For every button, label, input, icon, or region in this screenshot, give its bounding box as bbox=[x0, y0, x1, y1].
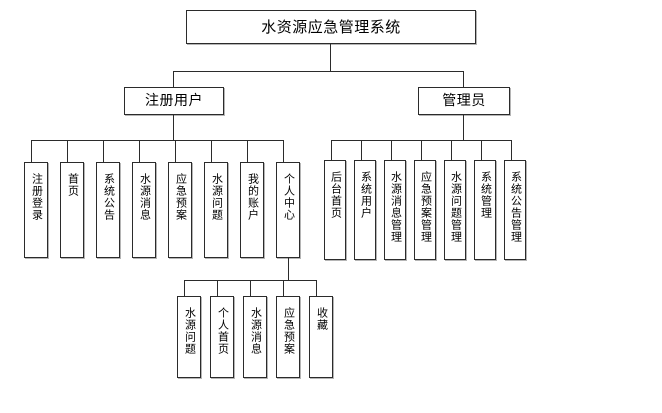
connector-personal-leaf-stem-3 bbox=[250, 280, 251, 296]
node-branch-administrator[interactable]: 管理员 bbox=[418, 87, 510, 115]
node-admin-leaf-water-source-issue-mgmt-label: 水源问题管理 bbox=[449, 171, 463, 243]
connector-personal-leaf-stem-4 bbox=[283, 280, 284, 296]
node-admin-leaf-system-mgmt[interactable]: 系统管理 bbox=[474, 160, 496, 260]
connector-admin-leaf-stem-4 bbox=[421, 140, 422, 160]
connector-user-leaf-stem-8 bbox=[283, 140, 284, 162]
connector-root-to-user bbox=[173, 71, 174, 88]
node-admin-leaf-system-notice-mgmt[interactable]: 系统公告管理 bbox=[504, 160, 526, 260]
connector-admin-leaf-stem-5 bbox=[451, 140, 452, 160]
node-user-leaf-system-notice[interactable]: 系统公告 bbox=[96, 162, 120, 258]
connector-personal-leaf-stem-5 bbox=[316, 280, 317, 296]
node-personal-leaf-favorites-label: 收藏 bbox=[315, 307, 329, 331]
connector-user-leaf-stem-2 bbox=[67, 140, 68, 162]
connector-user-stem bbox=[173, 115, 174, 140]
node-admin-leaf-water-source-issue-mgmt[interactable]: 水源问题管理 bbox=[444, 160, 466, 260]
node-admin-leaf-water-source-message-mgmt-label: 水源消息管理 bbox=[389, 171, 403, 243]
node-user-leaf-personal-center[interactable]: 个人中心 bbox=[276, 162, 300, 258]
node-admin-leaf-emergency-plan-mgmt-label: 应急预案管理 bbox=[419, 171, 433, 243]
connector-root-to-admin bbox=[463, 71, 464, 88]
node-admin-leaf-water-source-message-mgmt[interactable]: 水源消息管理 bbox=[384, 160, 406, 260]
node-user-leaf-water-source-message-label: 水源消息 bbox=[138, 173, 152, 221]
node-admin-leaf-system-notice-mgmt-label: 系统公告管理 bbox=[509, 171, 523, 243]
node-admin-leaf-emergency-plan-mgmt[interactable]: 应急预案管理 bbox=[414, 160, 436, 260]
node-branch-administrator-label: 管理员 bbox=[442, 93, 486, 109]
node-personal-leaf-water-source-message[interactable]: 水源消息 bbox=[243, 296, 267, 378]
connector-personal-leaf-stem-1 bbox=[184, 280, 185, 296]
connector-admin-leaf-stem-3 bbox=[391, 140, 392, 160]
node-user-leaf-water-source-issue-label: 水源问题 bbox=[210, 173, 224, 221]
connector-user-leaf-stem-4 bbox=[139, 140, 140, 162]
node-user-leaf-water-source-issue[interactable]: 水源问题 bbox=[204, 162, 228, 258]
connector-admin-leaf-stem-2 bbox=[361, 140, 362, 160]
connector-level2-bus bbox=[173, 71, 464, 72]
connector-user-leaf-stem-5 bbox=[175, 140, 176, 162]
node-personal-leaf-favorites[interactable]: 收藏 bbox=[309, 296, 333, 378]
node-user-leaf-register-login-label: 注册登录 bbox=[30, 173, 44, 221]
node-user-leaf-emergency-plan[interactable]: 应急预案 bbox=[168, 162, 192, 258]
connector-user-leaf-stem-7 bbox=[247, 140, 248, 162]
node-user-leaf-my-account-label: 我的账户 bbox=[246, 173, 260, 221]
connector-admin-leaf-stem-1 bbox=[331, 140, 332, 160]
connector-admin-stem bbox=[463, 115, 464, 140]
node-user-leaf-my-account[interactable]: 我的账户 bbox=[240, 162, 264, 258]
node-personal-leaf-personal-home-label: 个人首页 bbox=[216, 307, 230, 355]
connector-user-leaf-stem-1 bbox=[31, 140, 32, 162]
node-personal-leaf-emergency-plan[interactable]: 应急预案 bbox=[276, 296, 300, 378]
connector-admin-leaf-stem-6 bbox=[481, 140, 482, 160]
node-personal-leaf-water-source-message-label: 水源消息 bbox=[249, 307, 263, 355]
node-user-leaf-emergency-plan-label: 应急预案 bbox=[174, 173, 188, 221]
node-user-leaf-water-source-message[interactable]: 水源消息 bbox=[132, 162, 156, 258]
node-user-leaf-register-login[interactable]: 注册登录 bbox=[24, 162, 48, 258]
connector-root-stem bbox=[330, 44, 331, 71]
node-admin-leaf-system-mgmt-label: 系统管理 bbox=[479, 171, 493, 219]
node-branch-registered-user[interactable]: 注册用户 bbox=[124, 87, 224, 115]
node-personal-leaf-personal-home[interactable]: 个人首页 bbox=[210, 296, 234, 378]
node-root-system[interactable]: 水资源应急管理系统 bbox=[186, 10, 476, 44]
node-admin-leaf-backend-home[interactable]: 后台首页 bbox=[324, 160, 346, 260]
node-root-label: 水资源应急管理系统 bbox=[261, 17, 401, 36]
node-user-leaf-home[interactable]: 首页 bbox=[60, 162, 84, 258]
node-admin-leaf-backend-home-label: 后台首页 bbox=[329, 171, 343, 219]
node-personal-leaf-emergency-plan-label: 应急预案 bbox=[282, 307, 296, 355]
connector-user-bus bbox=[31, 140, 283, 141]
connector-admin-leaf-stem-7 bbox=[511, 140, 512, 160]
node-user-leaf-personal-center-label: 个人中心 bbox=[282, 173, 296, 221]
node-user-leaf-home-label: 首页 bbox=[66, 173, 80, 197]
node-admin-leaf-system-user[interactable]: 系统用户 bbox=[354, 160, 376, 260]
connector-user-leaf-stem-6 bbox=[211, 140, 212, 162]
node-branch-registered-user-label: 注册用户 bbox=[145, 93, 203, 109]
node-personal-leaf-water-source-issue[interactable]: 水源问题 bbox=[177, 296, 201, 378]
connector-personal-leaf-stem-2 bbox=[217, 280, 218, 296]
node-admin-leaf-system-user-label: 系统用户 bbox=[359, 171, 373, 219]
connector-user-leaf-stem-3 bbox=[103, 140, 104, 162]
node-user-leaf-system-notice-label: 系统公告 bbox=[102, 173, 116, 221]
connector-personal-center-stem bbox=[288, 258, 289, 280]
node-personal-leaf-water-source-issue-label: 水源问题 bbox=[183, 307, 197, 355]
